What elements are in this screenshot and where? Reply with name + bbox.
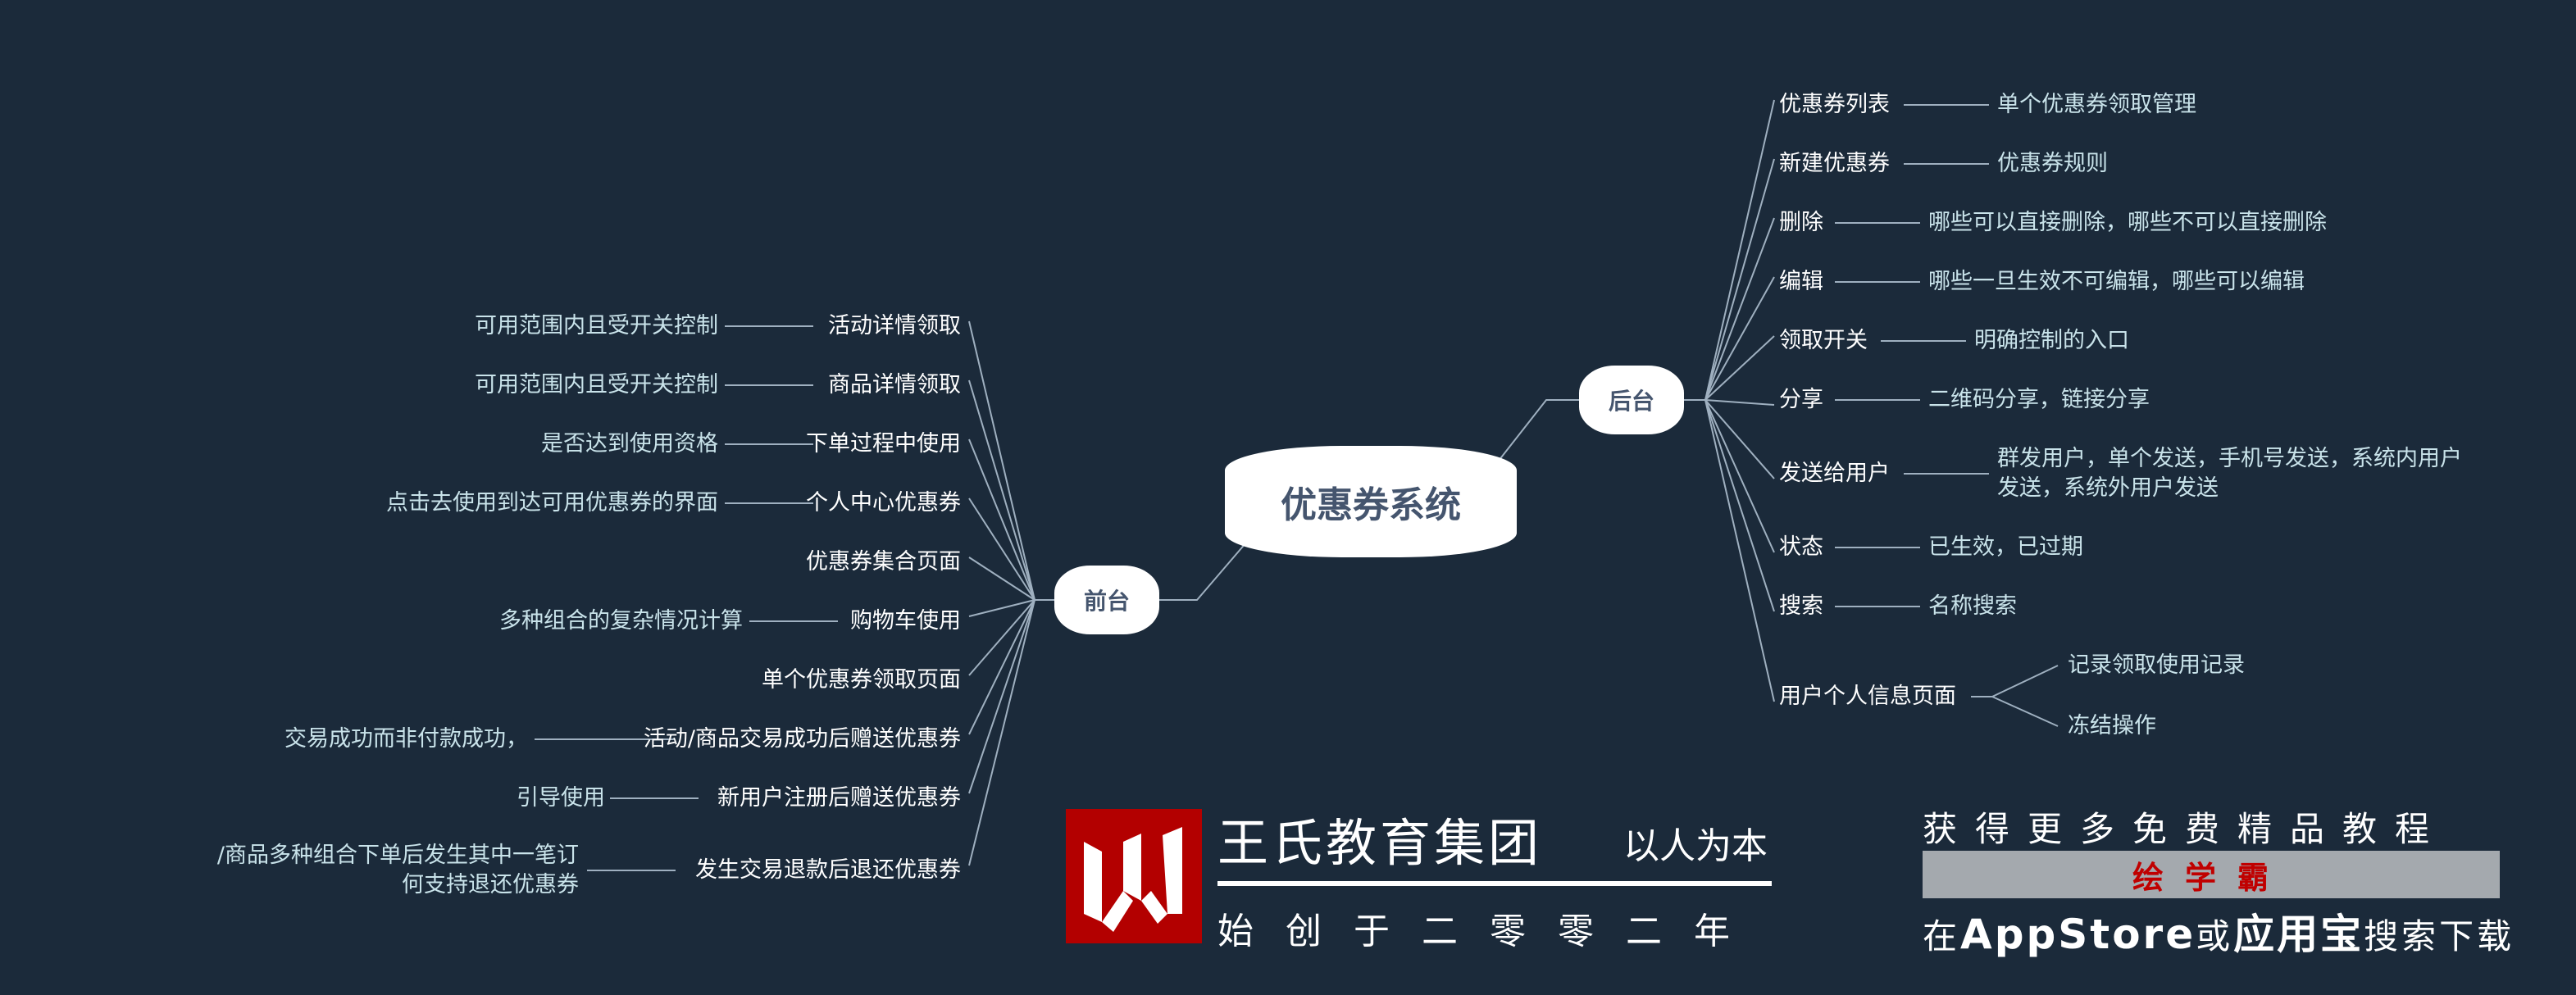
frontend-detail[interactable]: 多种组合的复杂情况计算	[499, 608, 743, 634]
backend-detail[interactable]: 明确控制的入口	[1974, 328, 2129, 353]
promo-text: 搜索下载	[2364, 916, 2515, 956]
branch-line	[968, 599, 1035, 794]
frontend-detail[interactable]: 交易成功而非付款成功，	[284, 726, 528, 752]
backend-detail[interactable]: 单个优惠券领取管理	[1997, 92, 2196, 117]
backend-detail[interactable]: 已生效，已过期	[1928, 534, 2083, 560]
branch-line	[1704, 99, 1775, 401]
root-node[interactable]: 优惠券系统	[1225, 446, 1517, 557]
frontend-item[interactable]: 单个优惠券领取页面	[762, 667, 961, 693]
frontend-item[interactable]: 活动/商品交易成功后赠送优惠券	[643, 726, 961, 752]
promo-app-name: 绘学霸	[2132, 859, 2290, 896]
frontend-item[interactable]: 发生交易退款后退还优惠券	[695, 857, 961, 883]
brand-divider	[1217, 881, 1772, 886]
promo-text: 在	[1923, 916, 1961, 956]
backend-detail[interactable]: 优惠券规则	[1997, 151, 2108, 176]
backend-detail[interactable]: 名称搜索	[1928, 593, 2017, 619]
promo-download: 在AppStore或应用宝搜索下载	[1923, 902, 2515, 961]
backend-detail[interactable]: 二维码分享，链接分享	[1928, 387, 2150, 412]
frontend-item[interactable]: 新用户注册后赠送优惠券	[717, 785, 961, 811]
branch-line	[968, 320, 1035, 601]
frontend-detail[interactable]: 可用范围内且受开关控制	[475, 372, 718, 398]
branch-line	[1704, 335, 1775, 401]
backend-item[interactable]: 分享	[1779, 387, 1823, 412]
branch-line	[968, 599, 1035, 866]
promo-yingyongbao: 应用宝	[2233, 911, 2364, 958]
backend-item[interactable]: 编辑	[1779, 269, 1823, 294]
backend-item[interactable]: 用户个人信息页面	[1779, 684, 1956, 709]
backend-item[interactable]: 领取开关	[1779, 328, 1868, 353]
frontend-item[interactable]: 下单过程中使用	[806, 431, 961, 457]
backend-item[interactable]: 发送给用户	[1779, 461, 1890, 486]
frontend-detail[interactable]: 点击去使用到达可用优惠券的界面	[386, 490, 718, 516]
backend-item[interactable]: 删除	[1779, 210, 1823, 235]
frontend-detail[interactable]: 可用范围内且受开关控制	[475, 313, 718, 338]
frontend-detail[interactable]: 引导使用	[517, 785, 605, 811]
backend-item[interactable]: 优惠券列表	[1779, 92, 1890, 117]
frontend-item[interactable]: 商品详情领取	[828, 372, 961, 398]
line-center-backend	[1498, 399, 1579, 461]
branch-line	[968, 599, 1035, 735]
frontend-item[interactable]: 优惠券集合页面	[806, 549, 961, 575]
promo-app-banner: 绘学霸	[1923, 851, 2500, 898]
branch-line	[1704, 399, 1775, 702]
backend-item[interactable]: 搜索	[1779, 593, 1823, 619]
backend-detail-line1[interactable]: 群发用户，单个发送，手机号发送，系统内用户	[1997, 446, 2462, 471]
logo	[1066, 809, 1202, 943]
backend-item[interactable]: 状态	[1779, 534, 1823, 560]
branch-line	[968, 379, 1035, 601]
backend-detail-line2[interactable]: 发送，系统外用户发送	[1997, 475, 2219, 501]
backend-node[interactable]: 后台	[1579, 366, 1684, 434]
brand-motto: 以人为本	[1623, 825, 1768, 867]
frontend-item[interactable]: 购物车使用	[850, 608, 961, 634]
brand-founded: 始创于二零零二年	[1217, 911, 1762, 952]
backend-detail[interactable]: 记录领取使用记录	[2068, 652, 2245, 678]
branch-line	[968, 498, 1035, 601]
frontend-node[interactable]: 前台	[1054, 566, 1159, 634]
branch-line	[1704, 399, 1775, 406]
frontend-item[interactable]: 个人中心优惠券	[806, 490, 961, 516]
brand-name: 王氏教育集团	[1217, 813, 1543, 873]
branch-line	[968, 438, 1035, 601]
branch-line	[1704, 276, 1775, 401]
backend-item[interactable]: 新建优惠券	[1779, 151, 1890, 176]
branch-line	[968, 599, 1035, 617]
branch-line	[968, 557, 1035, 601]
backend-detail[interactable]: 冻结操作	[2068, 713, 2156, 738]
line-center-frontend	[1159, 542, 1247, 601]
branch-line	[968, 599, 1035, 676]
promo-text: 或	[2196, 916, 2234, 956]
frontend-detail-line1[interactable]: /商品多种组合下单后发生其中一笔订	[216, 843, 579, 868]
branch-line	[1704, 399, 1775, 479]
branch-line	[1704, 217, 1775, 401]
promo-appstore: AppStore	[1960, 911, 2196, 958]
detail-fork	[1991, 665, 2059, 697]
promo-headline: 获得更多免费精品教程	[1923, 809, 2448, 849]
frontend-item[interactable]: 活动详情领取	[828, 313, 961, 338]
frontend-detail[interactable]: 是否达到使用资格	[541, 431, 718, 457]
branch-line	[1704, 399, 1775, 553]
branch-line	[1704, 399, 1775, 612]
detail-fork	[1991, 696, 2059, 727]
frontend-detail-line2[interactable]: 何支持退还优惠券	[402, 872, 579, 897]
w-logo-icon	[1084, 827, 1182, 932]
branch-line	[1704, 158, 1775, 401]
backend-detail[interactable]: 哪些可以直接删除，哪些不可以直接删除	[1928, 210, 2327, 235]
backend-detail[interactable]: 哪些一旦生效不可编辑，哪些可以编辑	[1928, 269, 2305, 294]
